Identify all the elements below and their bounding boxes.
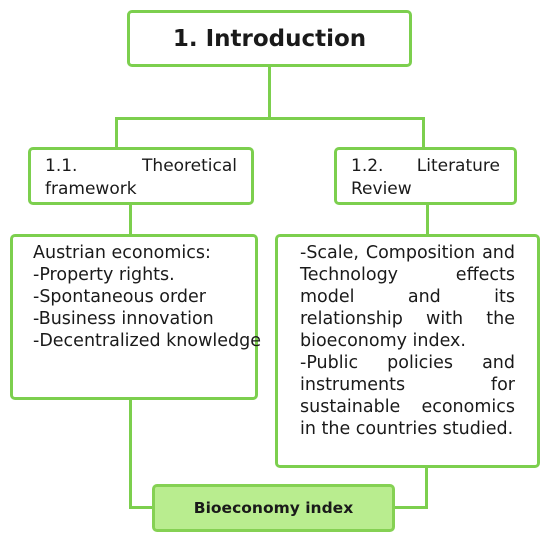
austrian-economics-heading: Austrian economics: xyxy=(33,243,211,263)
bioeconomy-index-title: Bioeconomy index xyxy=(193,499,354,517)
list-item: -Property rights. xyxy=(33,265,175,285)
connector-theoretical-down xyxy=(129,204,132,235)
austrian-economics-box: Austrian economics: -Property rights. -S… xyxy=(10,234,262,400)
connector-austrian-result-h xyxy=(129,506,154,509)
literature-review-title: 1.2. Literature Review xyxy=(351,156,500,199)
literature-topics-box: -Scale, Composition and Technology effec… xyxy=(275,234,540,468)
list-item: -Public policies and instruments for sus… xyxy=(300,353,515,439)
list-item: -Scale, Composition and Technology effec… xyxy=(300,243,515,351)
theoretical-framework-title: 1.1. Theoretical framework xyxy=(45,156,237,199)
theoretical-framework-box: 1.1. Theoretical framework xyxy=(28,147,254,205)
literature-topics-list: -Scale, Composition and Technology effec… xyxy=(300,242,515,440)
bioeconomy-index-box: Bioeconomy index xyxy=(152,484,395,532)
list-item: -Decentralized knowledge xyxy=(33,331,262,351)
connector-effects-to-result xyxy=(425,467,428,509)
connector-austrian-to-result xyxy=(129,399,132,509)
connector-effects-result-h xyxy=(394,506,428,509)
connector-right-branch xyxy=(422,117,425,148)
connector-root-down xyxy=(268,66,271,119)
connector-literature-down xyxy=(426,204,429,235)
introduction-title: 1. Introduction xyxy=(172,25,367,52)
introduction-box: 1. Introduction xyxy=(127,10,412,67)
literature-review-box: 1.2. Literature Review xyxy=(334,147,517,205)
austrian-economics-list: -Property rights. -Spontaneous order -Bu… xyxy=(33,264,262,352)
list-item: -Business innovation xyxy=(33,309,214,329)
connector-horizontal xyxy=(115,117,425,120)
connector-left-branch xyxy=(115,117,118,148)
list-item: -Spontaneous order xyxy=(33,287,206,307)
